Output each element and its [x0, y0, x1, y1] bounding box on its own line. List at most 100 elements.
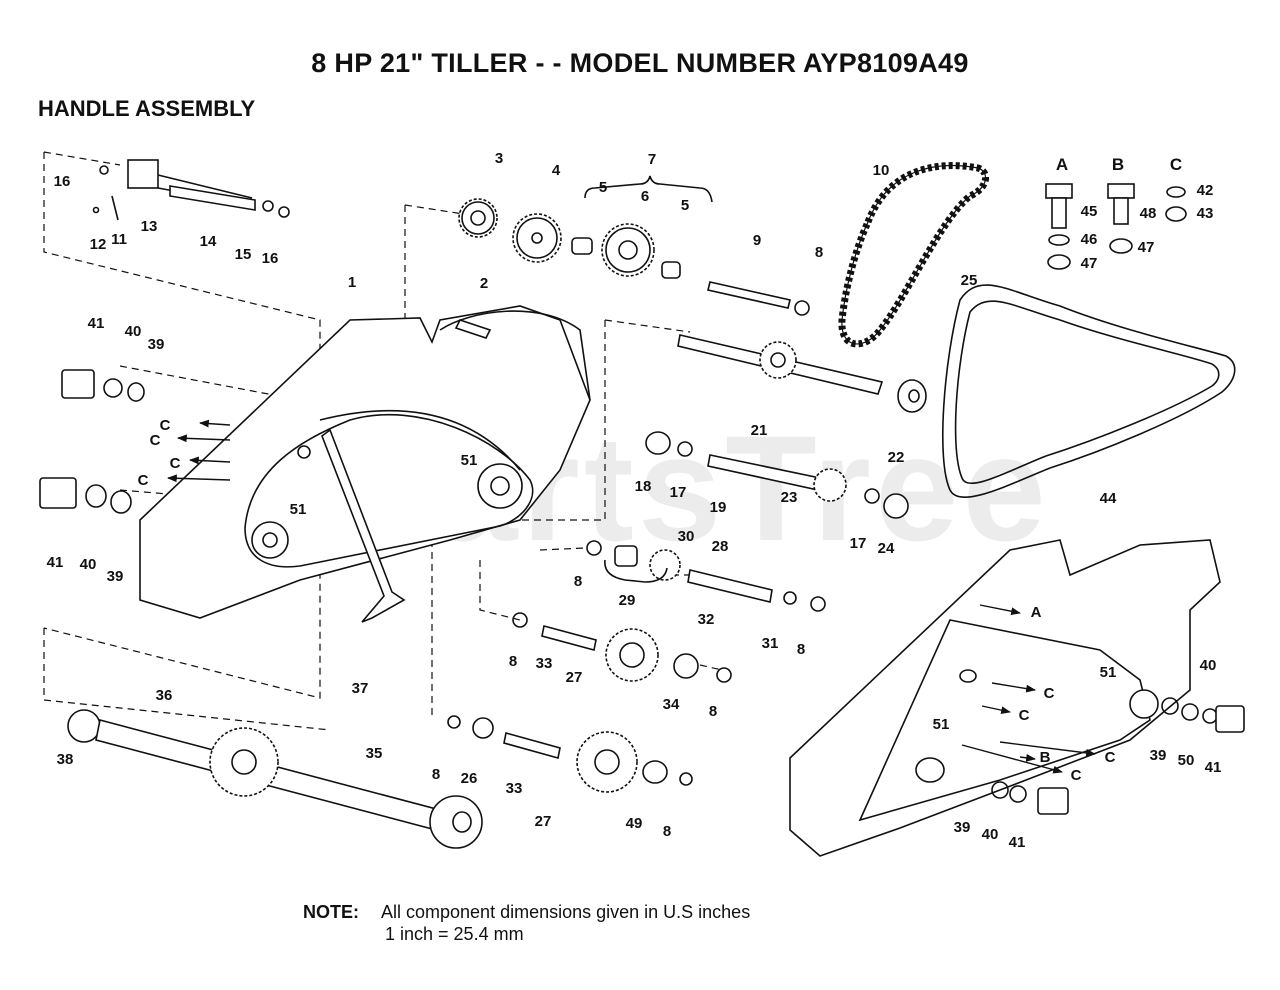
- part-number-39: 39: [954, 819, 971, 836]
- part-number-17: 17: [850, 535, 867, 552]
- part-number-14: 14: [200, 233, 217, 250]
- part-number-28: 28: [712, 538, 729, 555]
- part-number-21: 21: [751, 422, 768, 439]
- part-number-49: 49: [626, 815, 643, 832]
- part-number-4: 4: [552, 162, 561, 179]
- part-number-47: 47: [1081, 255, 1098, 272]
- measurement-note: NOTE: All component dimensions given in U…: [303, 901, 750, 945]
- part-number-22: 22: [888, 449, 905, 466]
- part-number-41: 41: [1205, 759, 1222, 776]
- part-number-16: 16: [54, 173, 71, 190]
- part-number-42: 42: [1197, 182, 1214, 199]
- part-number-8: 8: [797, 641, 805, 658]
- part-number-50: 50: [1178, 752, 1195, 769]
- part-number-18: 18: [635, 478, 652, 495]
- arrow-letter-C: C: [138, 472, 149, 489]
- part-number-41: 41: [88, 315, 105, 332]
- part-number-35: 35: [366, 745, 383, 762]
- part-number-36: 36: [156, 687, 173, 704]
- part-number-13: 13: [141, 218, 158, 235]
- part-number-44: 44: [1100, 490, 1117, 507]
- part-number-39: 39: [148, 336, 165, 353]
- arrow-letter-C: C: [170, 455, 181, 472]
- part-number-8: 8: [509, 653, 517, 670]
- diagram-title: 8 HP 21" TILLER - - MODEL NUMBER AYP8109…: [311, 48, 969, 78]
- kit-heading-A: A: [1056, 155, 1068, 174]
- part-number-23: 23: [781, 489, 798, 506]
- part-number-40: 40: [1200, 657, 1217, 674]
- part-number-15: 15: [235, 246, 252, 263]
- part-number-1: 1: [348, 274, 356, 291]
- part-number-30: 30: [678, 528, 695, 545]
- kit-heading-B: B: [1112, 155, 1124, 174]
- part-number-10: 10: [873, 162, 890, 179]
- part-number-8: 8: [815, 244, 823, 261]
- part-number-8: 8: [663, 823, 671, 840]
- part-number-16: 16: [262, 250, 279, 267]
- part-number-5: 5: [681, 197, 689, 214]
- part-number-47: 47: [1138, 239, 1155, 256]
- part-number-8: 8: [432, 766, 440, 783]
- part-number-39: 39: [1150, 747, 1167, 764]
- part-number-45: 45: [1081, 203, 1098, 220]
- part-number-8: 8: [709, 703, 717, 720]
- part-number-9: 9: [753, 232, 761, 249]
- note-line-2: 1 inch = 25.4 mm: [385, 924, 524, 944]
- part-number-43: 43: [1197, 205, 1214, 222]
- part-number-51: 51: [933, 716, 950, 733]
- part-number-51: 51: [290, 501, 307, 518]
- part-number-25: 25: [961, 272, 978, 289]
- part-number-33: 33: [536, 655, 553, 672]
- arrow-letter-C: C: [160, 417, 171, 434]
- arrow-letter-C: C: [1105, 749, 1116, 766]
- part-number-41: 41: [1009, 834, 1026, 851]
- arrow-letter-A: A: [1031, 604, 1042, 621]
- arrow-letter-C: C: [1071, 767, 1082, 784]
- part-number-2: 2: [480, 275, 488, 292]
- part-number-24: 24: [878, 540, 895, 557]
- arrow-letter-C: C: [150, 432, 161, 449]
- part-number-41: 41: [47, 554, 64, 571]
- part-number-39: 39: [107, 568, 124, 585]
- kit-heading-C: C: [1170, 155, 1182, 174]
- part-number-12: 12: [90, 236, 107, 253]
- part-number-40: 40: [982, 826, 999, 843]
- part-number-51: 51: [461, 452, 478, 469]
- part-number-11: 11: [111, 231, 127, 248]
- part-number-32: 32: [698, 611, 715, 628]
- part-number-5: 5: [599, 179, 607, 196]
- part-number-37: 37: [352, 680, 369, 697]
- part-number-40: 40: [80, 556, 97, 573]
- part-number-26: 26: [461, 770, 478, 787]
- part-number-48: 48: [1140, 205, 1157, 222]
- part-number-19: 19: [710, 499, 727, 516]
- part-number-34: 34: [663, 696, 680, 713]
- section-subtitle: HANDLE ASSEMBLY: [38, 96, 256, 121]
- part-number-40: 40: [125, 323, 142, 340]
- part-number-6: 6: [641, 188, 649, 205]
- part-number-3: 3: [495, 150, 503, 167]
- part-number-27: 27: [566, 669, 583, 686]
- part-number-33: 33: [506, 780, 523, 797]
- part-number-29: 29: [619, 592, 636, 609]
- part-drawings: [39, 151, 1245, 857]
- arrow-letter-C: C: [1019, 707, 1030, 724]
- arrow-letter-C: C: [1044, 685, 1055, 702]
- part-number-46: 46: [1081, 231, 1098, 248]
- part-number-8: 8: [574, 573, 582, 590]
- reference-arrows: [167, 419, 1096, 774]
- part-number-51: 51: [1100, 664, 1117, 681]
- part-number-7: 7: [648, 151, 656, 168]
- arrow-letter-B: B: [1040, 749, 1051, 766]
- part-number-31: 31: [762, 635, 779, 652]
- part-number-27: 27: [535, 813, 552, 830]
- part-number-17: 17: [670, 484, 687, 501]
- note-line-1: All component dimensions given in U.S in…: [381, 902, 751, 922]
- note-label: NOTE:: [303, 902, 359, 922]
- handle-lock-group: [92, 159, 290, 221]
- part-number-38: 38: [57, 751, 74, 768]
- kit-column-headings: A B C: [1056, 155, 1182, 174]
